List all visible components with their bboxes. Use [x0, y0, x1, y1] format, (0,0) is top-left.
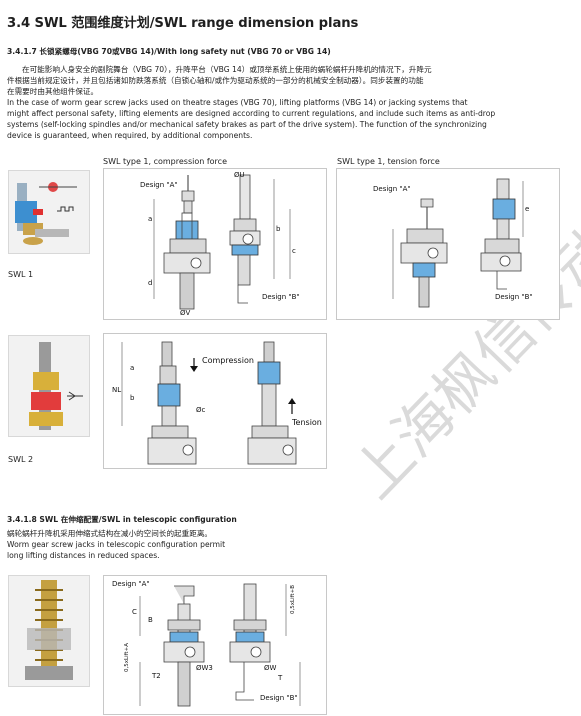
swl2-diagram	[121, 341, 297, 465]
swl2-jack-illustration	[9, 336, 89, 436]
telescopic-design-a-label: Design "A"	[112, 580, 150, 588]
design-b-label: Design "B"	[262, 293, 300, 301]
design-a-tension-label: Design "A"	[373, 185, 411, 193]
en-line: long lifting distances in reduced spaces…	[7, 551, 160, 560]
swl1-product-photo	[8, 170, 90, 254]
telescopic-product-photo	[8, 575, 90, 687]
swl1-tension-diagram	[392, 178, 524, 308]
hub-b-label: 0,5xLift+B	[290, 585, 296, 614]
t-label: T	[278, 674, 283, 682]
swl1-jack-illustration	[9, 171, 89, 253]
telescopic-diagram	[139, 583, 301, 707]
en-line: In the case of worm gear screw jacks use…	[7, 98, 468, 107]
ow-label: ØW	[264, 664, 277, 672]
tension-label: Tension	[292, 418, 322, 427]
dim-d-label: d	[148, 279, 153, 287]
swl1-tension-caption: SWL type 1, tension force	[337, 157, 440, 166]
swl1-compression-caption: SWL type 1, compression force	[103, 157, 227, 166]
dim-ou-label: ØU	[234, 171, 245, 179]
cn-line: 蜗轮蜗杆升降机采用伸缩式结构在减小的空间长的起重距离。	[7, 529, 213, 538]
swl1-compression-diagram	[153, 174, 291, 310]
en-line: might affect personal safety, lifting el…	[7, 109, 496, 118]
telescopic-jack-illustration	[9, 576, 89, 686]
telescopic-drawing: Design "A" Design "B" ØW3 ØW T2 T C B 0,…	[103, 575, 327, 715]
swl2-label: SWL 2	[8, 455, 34, 464]
oc-label: Øc	[196, 406, 206, 414]
swl1-tension-drawing: Design "A" Design "B" e	[336, 168, 560, 320]
cn-line: 在可能影响人身安全的剧院舞台（VBG 70），升降平台（VBG 14）或顶举系统…	[22, 65, 432, 74]
swl2-dim-a-label: a	[130, 364, 135, 372]
telescopic-design-b-label: Design "B"	[260, 694, 298, 702]
dim-ov-label: ØV	[180, 309, 191, 317]
compression-label: Compression	[202, 356, 254, 365]
dim-b-label: b	[276, 225, 281, 233]
swl2-product-photo	[8, 335, 90, 437]
section-title: 3.4 SWL 范围维度计划/SWL range dimension plans	[7, 16, 359, 31]
en-line: device is guaranteed, when required, by …	[7, 131, 253, 140]
nl-label: NL	[112, 386, 122, 394]
dim-c-label: c	[292, 247, 296, 255]
telescopic-paragraph: 蜗轮蜗杆升降机采用伸缩式结构在减小的空间长的起重距离。 Worm gear sc…	[7, 528, 307, 561]
c-label: C	[132, 608, 137, 616]
hub-a-label: 0,5xLift+A	[124, 643, 130, 672]
swl2-drawing: Compression Tension NL a b Øc	[103, 333, 327, 469]
design-a-label: Design "A"	[140, 181, 178, 189]
subsection-heading-long-safety-nut: 3.4.1.7 长锁紧螺母(VBG 70或VBG 14)/With long s…	[7, 47, 331, 56]
en-line: systems (self-locking spindles and/or me…	[7, 120, 487, 129]
b-label: B	[148, 616, 153, 624]
intro-paragraph: 在可能影响人身安全的剧院舞台（VBG 70），升降平台（VBG 14）或顶举系统…	[7, 64, 575, 141]
dim-e-label: e	[525, 205, 530, 213]
ow3-label: ØW3	[196, 664, 213, 672]
swl1-label: SWL 1	[8, 270, 34, 279]
en-line: Worm gear screw jacks in telescopic conf…	[7, 540, 226, 549]
dim-a-label: a	[148, 215, 153, 223]
design-b-tension-label: Design "B"	[495, 293, 533, 301]
swl1-compression-drawing: Design "A" Design "B" a b c d ØU ØV	[103, 168, 327, 320]
subsection-heading-telescopic: 3.4.1.8 SWL 在伸缩配置/SWL in telescopic conf…	[7, 515, 237, 524]
swl2-dim-b-label: b	[130, 394, 135, 402]
cn-line: 件根据当前规定设计，并且包括诸如防跌落系统（自锁心轴和/或作为驱动系统的一部分的…	[7, 76, 424, 85]
t2-label: T2	[152, 672, 161, 680]
cn-line: 在需要时由其他组件保证。	[7, 87, 99, 96]
